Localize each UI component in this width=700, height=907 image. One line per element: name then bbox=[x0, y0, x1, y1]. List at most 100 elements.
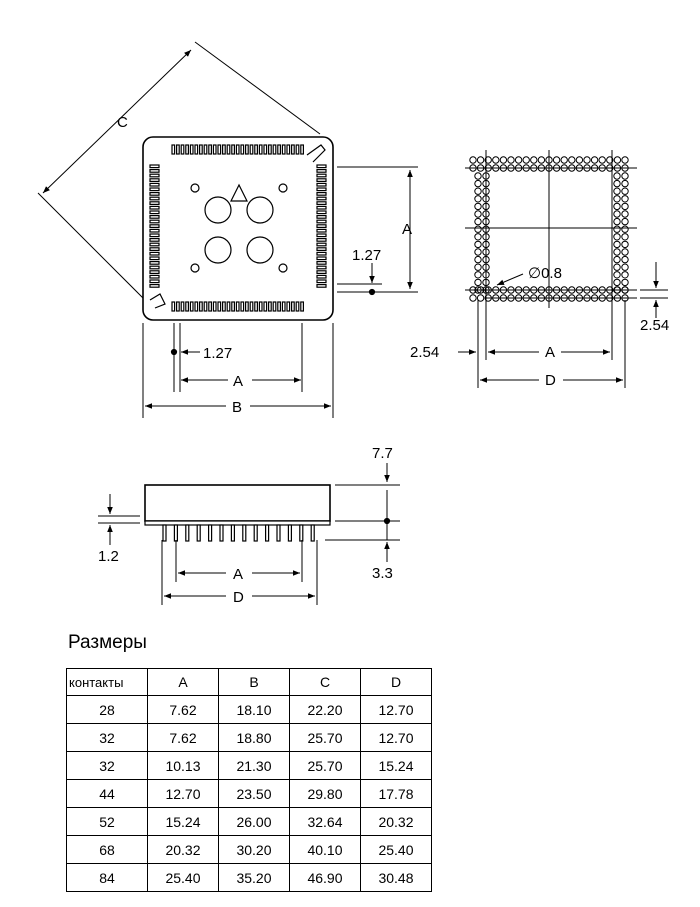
label-a-footprint: A bbox=[545, 344, 555, 361]
table-header-row: контакты A B C D bbox=[66, 668, 432, 696]
footprint-hole bbox=[476, 294, 485, 302]
footprint-hole bbox=[474, 217, 482, 226]
table-title: Размеры bbox=[68, 632, 147, 653]
pin-lead bbox=[253, 524, 258, 542]
footprint-hole bbox=[476, 156, 485, 164]
pin-lead bbox=[231, 144, 236, 155]
table-row: 32 7.62 18.80 25.70 12.70 bbox=[66, 723, 432, 752]
pin-lead bbox=[316, 256, 327, 261]
header-cell: C bbox=[289, 668, 361, 696]
table-cell: 18.80 bbox=[218, 723, 290, 752]
footprint-hole bbox=[621, 195, 629, 203]
pin-lead bbox=[222, 144, 226, 155]
pin-lead bbox=[316, 196, 327, 201]
pin-lead bbox=[263, 301, 268, 312]
table-cell: 12.70 bbox=[147, 779, 219, 808]
orientation-triangle bbox=[230, 183, 248, 202]
footprint-hole bbox=[621, 187, 629, 195]
table-cell: 32 bbox=[66, 723, 148, 752]
table-cell: 17.78 bbox=[360, 779, 432, 808]
label-1-27-right: 1.27 bbox=[352, 247, 381, 264]
footprint-hole bbox=[621, 156, 629, 164]
pin-lead bbox=[281, 301, 286, 312]
table-cell: 25.70 bbox=[289, 723, 361, 752]
pin-lead bbox=[149, 187, 160, 192]
table-cell: 23.50 bbox=[218, 779, 290, 808]
footprint-hole bbox=[507, 156, 515, 164]
pin-lead bbox=[199, 144, 203, 155]
label-2-54-left: 2.54 bbox=[410, 344, 439, 361]
pin-lead bbox=[208, 524, 213, 542]
table-cell: 32 bbox=[66, 751, 148, 780]
pin-lead bbox=[277, 301, 281, 312]
pin-lead bbox=[272, 301, 277, 312]
footprint-hole bbox=[474, 187, 482, 195]
label-a-right: A bbox=[402, 221, 412, 238]
footprint-hole bbox=[613, 210, 621, 218]
cavity-circle bbox=[204, 236, 232, 264]
package-drawing: C A 1.27 1.27 A B ∅0.8 2.54 2.54 A D 7.7… bbox=[37, 41, 669, 606]
dimensions-table: контакты A B C D 28 7.62 18.10 22.20 12.… bbox=[66, 668, 432, 892]
footprint-hole bbox=[499, 156, 508, 164]
pin-lead bbox=[287, 524, 292, 542]
pin-lead bbox=[149, 270, 160, 274]
footprint-hole bbox=[492, 156, 500, 164]
pin-lead bbox=[316, 284, 327, 288]
footprint-hole bbox=[621, 263, 629, 271]
pin-lead bbox=[268, 144, 272, 155]
footprint-hole bbox=[575, 156, 584, 164]
pin-lead bbox=[149, 233, 160, 238]
pin-lead bbox=[242, 524, 247, 542]
pin-lead bbox=[316, 228, 327, 233]
pin-lead bbox=[316, 169, 327, 173]
footprint-hole bbox=[537, 156, 546, 164]
pin-lead bbox=[149, 224, 160, 229]
pin-lead bbox=[173, 524, 178, 542]
table-cell: 22.20 bbox=[289, 695, 361, 724]
footprint-hole bbox=[530, 156, 538, 164]
pin-lead bbox=[149, 201, 160, 206]
table-cell: 12.70 bbox=[360, 695, 432, 724]
pin-lead bbox=[291, 144, 295, 155]
pin-lead bbox=[149, 242, 160, 247]
label-2-54-right: 2.54 bbox=[640, 317, 669, 334]
pin-lead bbox=[149, 279, 160, 284]
footprint-hole bbox=[613, 195, 621, 203]
pin-lead bbox=[316, 182, 327, 187]
footprint-hole bbox=[568, 156, 576, 164]
pin-lead bbox=[316, 210, 327, 215]
pin-lead bbox=[189, 144, 194, 155]
pin-lead bbox=[180, 144, 185, 155]
table-cell: 15.24 bbox=[360, 751, 432, 780]
label-1-2: 1.2 bbox=[98, 548, 119, 565]
table-row: 44 12.70 23.50 29.80 17.78 bbox=[66, 779, 432, 808]
footprint-hole bbox=[613, 217, 621, 226]
pin-lead bbox=[231, 301, 236, 312]
footprint-hole bbox=[522, 156, 530, 164]
corner-bevel bbox=[149, 293, 166, 309]
pin-lead bbox=[196, 524, 201, 542]
label-a-bottom: A bbox=[233, 373, 243, 390]
footprint-hole bbox=[613, 172, 621, 180]
footprint-hole bbox=[474, 278, 482, 287]
table-cell: 20.32 bbox=[360, 807, 432, 836]
footprint-hole bbox=[613, 202, 621, 211]
table-cell: 35.20 bbox=[218, 863, 290, 892]
pin-lead bbox=[171, 301, 176, 312]
footprint-hole bbox=[621, 278, 629, 287]
pin-lead bbox=[316, 242, 327, 247]
footprint-hole bbox=[606, 156, 614, 164]
cavity-circle bbox=[246, 196, 274, 224]
footprint-hole bbox=[474, 195, 482, 203]
pin-lead bbox=[149, 228, 160, 233]
footprint-hole bbox=[474, 202, 482, 211]
table-cell: 25.70 bbox=[289, 751, 361, 780]
top-view-pins bbox=[149, 144, 327, 312]
pin-lead bbox=[212, 301, 217, 312]
footprint-hole bbox=[552, 156, 561, 164]
footprint-hole bbox=[613, 255, 621, 264]
small-hole bbox=[278, 263, 288, 273]
small-hole bbox=[190, 183, 200, 193]
pin-lead bbox=[149, 238, 160, 242]
pin-lead bbox=[281, 144, 286, 155]
